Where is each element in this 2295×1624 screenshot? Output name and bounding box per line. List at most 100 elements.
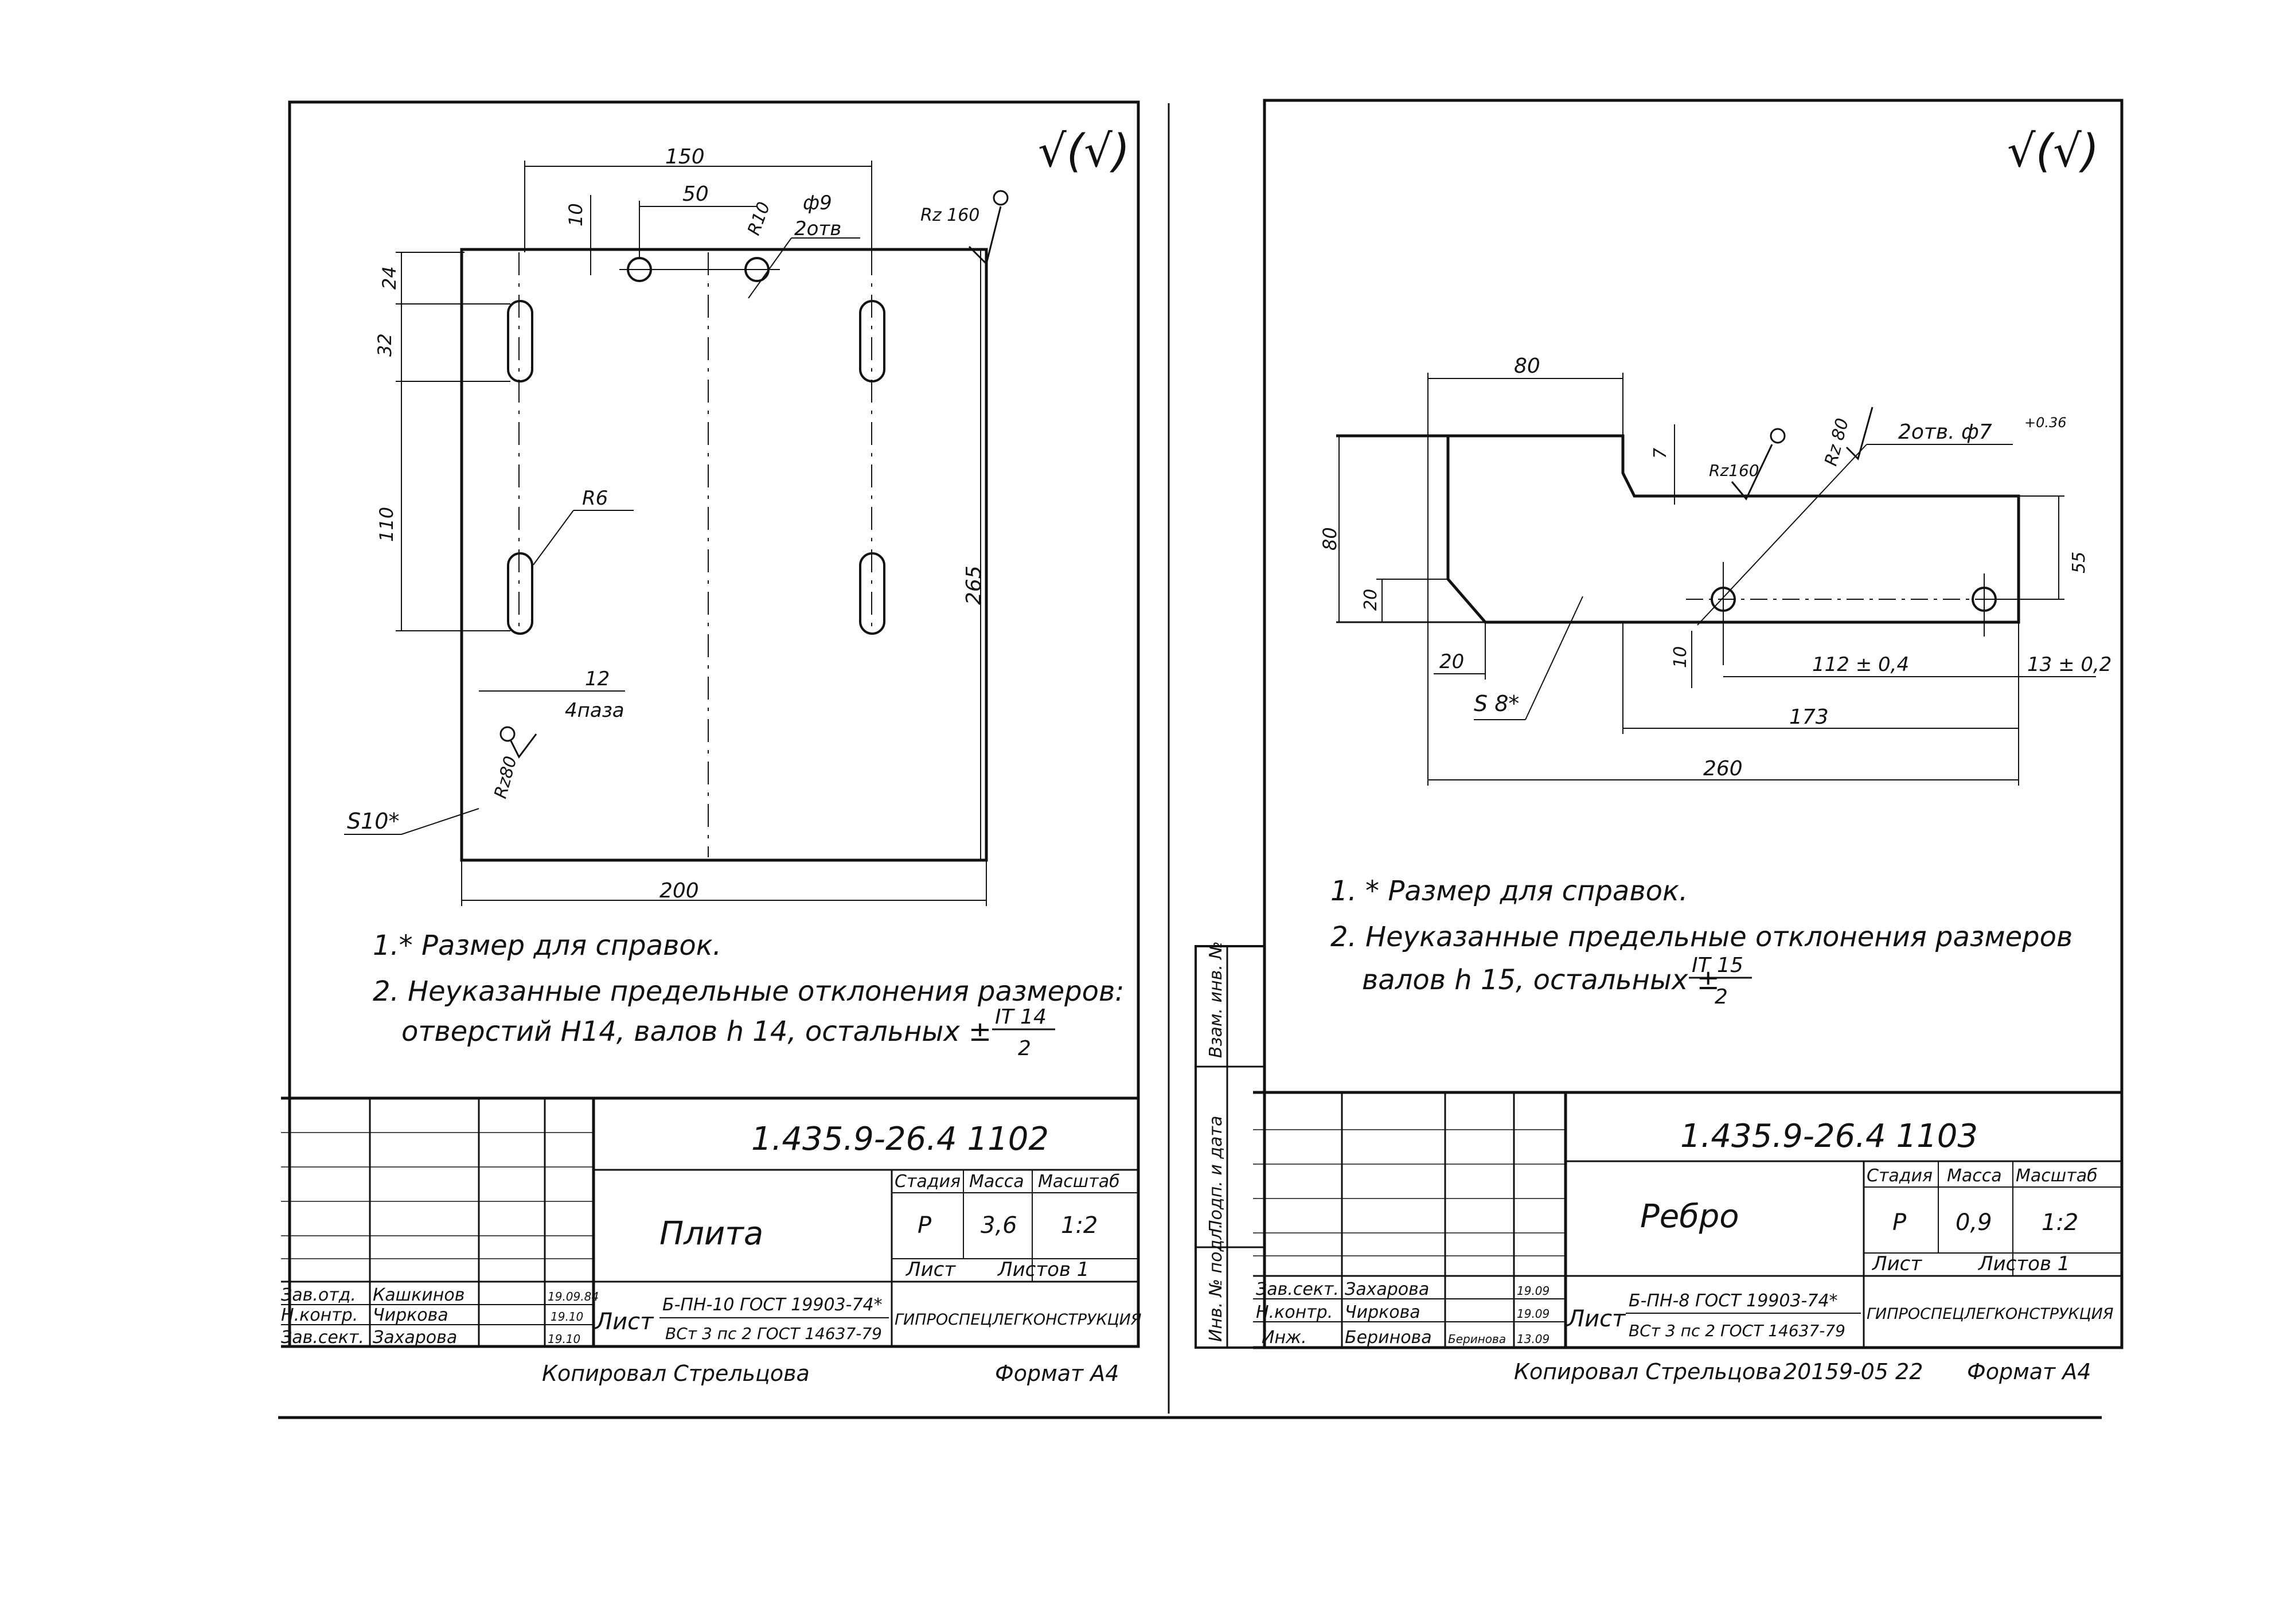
right-doc-number: 1.435.9-26.4 1103 xyxy=(1680,1118,1978,1155)
svg-text:Стадия: Стадия xyxy=(895,1172,961,1192)
svg-text:Лист: Лист xyxy=(1566,1306,1626,1332)
svg-text:Масса: Масса xyxy=(969,1172,1024,1192)
svg-text:173: 173 xyxy=(1789,705,1829,729)
svg-text:Стадия: Стадия xyxy=(1867,1166,1933,1186)
svg-text:Зав.сект.: Зав.сект. xyxy=(1256,1279,1339,1299)
svg-text:Н.контр.: Н.контр. xyxy=(1256,1302,1333,1322)
svg-text:Листов 1: Листов 1 xyxy=(1977,1252,2070,1275)
svg-text:50: 50 xyxy=(682,182,709,206)
svg-text:ф9: ф9 xyxy=(803,192,832,214)
svg-text:Масса: Масса xyxy=(1947,1166,2002,1186)
svg-text:Rz 80: Rz 80 xyxy=(1821,416,1853,468)
svg-text:R6: R6 xyxy=(582,487,608,510)
svg-text:Б-ПН-10 ГОСТ 19903-74*: Б-ПН-10 ГОСТ 19903-74* xyxy=(662,1295,883,1315)
svg-text:1:2: 1:2 xyxy=(2042,1209,2078,1236)
left-note-1: 1.* Размер для справок. xyxy=(373,930,721,962)
svg-text:2отв. ф7: 2отв. ф7 xyxy=(1898,420,1992,444)
svg-text:Лист: Лист xyxy=(905,1258,956,1281)
right-part-name: Ребро xyxy=(1640,1198,1739,1235)
svg-text:55: 55 xyxy=(2069,552,2089,573)
svg-text:Лист: Лист xyxy=(1871,1252,1922,1275)
svg-text:ВСт 3 пс 2 ГОСТ 14637-79: ВСт 3 пс 2 ГОСТ 14637-79 xyxy=(665,1324,882,1343)
svg-text:1:2: 1:2 xyxy=(1061,1212,1098,1239)
svg-text:260: 260 xyxy=(1703,757,1743,780)
svg-text:ГИПРОСПЕЦЛЕГКОНСТРУКЦИЯ: ГИПРОСПЕЦЛЕГКОНСТРУКЦИЯ xyxy=(1867,1305,2114,1323)
svg-text:Листов 1: Листов 1 xyxy=(997,1258,1089,1281)
svg-text:Инв. № подл.: Инв. № подл. xyxy=(1206,1223,1226,1342)
left-format: Формат А4 xyxy=(995,1361,1119,1386)
svg-text:Масштаб: Масштаб xyxy=(2016,1166,2098,1186)
svg-text:10: 10 xyxy=(565,203,587,227)
svg-text:19.09.84: 19.09.84 xyxy=(548,1290,599,1303)
svg-text:Р: Р xyxy=(1892,1209,1907,1236)
svg-text:32: 32 xyxy=(374,333,396,357)
svg-text:4паза: 4паза xyxy=(565,699,625,722)
svg-text:Беринова: Беринова xyxy=(1345,1328,1432,1348)
right-note-1: 1. * Размер для справок. xyxy=(1330,875,1688,907)
svg-text:19.10: 19.10 xyxy=(548,1332,580,1346)
svg-text:112 ± 0,4: 112 ± 0,4 xyxy=(1812,653,1909,676)
svg-text:Лист: Лист xyxy=(594,1309,654,1335)
svg-text:R10: R10 xyxy=(744,200,774,238)
svg-text:Масштаб: Масштаб xyxy=(1038,1172,1120,1192)
svg-text:13 ± 0,2: 13 ± 0,2 xyxy=(2027,653,2111,676)
svg-text:24: 24 xyxy=(378,266,400,290)
svg-text:Чиркова: Чиркова xyxy=(1345,1302,1420,1322)
svg-text:19.09: 19.09 xyxy=(1517,1307,1549,1321)
left-note-2b: отверстий Н14, валов h 14, остальных ± xyxy=(401,1016,992,1048)
left-copied: Копировал Стрельцова xyxy=(542,1361,810,1386)
left-title-block: 1.435.9-26.4 1102 Плита Стадия Масса Мас… xyxy=(281,1096,1142,1348)
svg-text:19.10: 19.10 xyxy=(551,1310,583,1324)
plate-outline xyxy=(460,248,988,862)
slot xyxy=(507,552,533,635)
svg-text:Беринова: Беринова xyxy=(1448,1332,1506,1346)
right-note-2b: валов h 15, остальных ± xyxy=(1362,964,1720,996)
svg-text:S10*: S10* xyxy=(347,809,399,834)
slot xyxy=(859,552,885,635)
svg-text:Зав.отд.: Зав.отд. xyxy=(281,1285,356,1305)
right-roughness-mark: √(√) xyxy=(2007,126,2099,177)
svg-text:Захарова: Захарова xyxy=(373,1328,457,1348)
svg-text:Подп. и дата: Подп. и дата xyxy=(1206,1116,1226,1233)
svg-text:ВСт 3 пс 2 ГОСТ 14637-79: ВСт 3 пс 2 ГОСТ 14637-79 xyxy=(1629,1321,1845,1340)
svg-text:13.09: 13.09 xyxy=(1517,1332,1549,1346)
svg-text:Инж.: Инж. xyxy=(1262,1328,1307,1348)
left-sheet: √(√) 150 50 10 R10 ф9 2отв Rz 160 xyxy=(281,100,1170,1414)
svg-text:Н.контр.: Н.контр. xyxy=(281,1305,358,1325)
svg-text:110: 110 xyxy=(376,507,397,542)
svg-text:10: 10 xyxy=(1670,646,1691,668)
slot xyxy=(507,300,533,382)
slot xyxy=(859,300,885,382)
svg-text:Чиркова: Чиркова xyxy=(373,1305,448,1325)
side-stamp: Взам. инв. № Подп. и дата Инв. № подл. xyxy=(1195,941,1266,1349)
svg-text:7: 7 xyxy=(1650,448,1670,459)
svg-text:0,9: 0,9 xyxy=(1956,1209,1992,1236)
svg-text:Rz160: Rz160 xyxy=(1709,461,1759,480)
right-copied: Копировал Стрельцова xyxy=(1514,1359,1782,1384)
left-doc-number: 1.435.9-26.4 1102 xyxy=(751,1121,1049,1158)
svg-text:150: 150 xyxy=(665,145,705,169)
svg-text:200: 200 xyxy=(659,879,699,903)
left-part-name: Плита xyxy=(659,1215,763,1252)
left-sheet-frame xyxy=(288,100,1140,1348)
svg-text:20: 20 xyxy=(1361,589,1381,611)
svg-text:Зав.сект.: Зав.сект. xyxy=(281,1328,364,1348)
svg-text:ГИПРОСПЕЦЛЕГКОНСТРУКЦИЯ: ГИПРОСПЕЦЛЕГКОНСТРУКЦИЯ xyxy=(895,1311,1142,1329)
svg-text:IT 15: IT 15 xyxy=(1692,954,1743,977)
svg-text:12: 12 xyxy=(585,667,610,690)
svg-text:3,6: 3,6 xyxy=(981,1212,1017,1239)
svg-text:S 8*: S 8* xyxy=(1474,691,1519,716)
svg-text:+0.36: +0.36 xyxy=(2024,415,2067,431)
right-note-2a: 2. Неуказанные предельные отклонения раз… xyxy=(1330,921,2072,953)
svg-text:80: 80 xyxy=(1514,354,1540,378)
svg-text:20: 20 xyxy=(1439,650,1464,673)
svg-text:2отв: 2отв xyxy=(794,217,841,240)
svg-text:IT 14: IT 14 xyxy=(995,1005,1047,1029)
svg-text:Кашкинов: Кашкинов xyxy=(373,1285,465,1305)
svg-text:Р: Р xyxy=(918,1212,932,1239)
right-order: 20159-05 22 xyxy=(1783,1359,1923,1384)
svg-text:19.09: 19.09 xyxy=(1517,1284,1549,1298)
svg-text:80: 80 xyxy=(1319,527,1341,551)
right-sheet: √(√) 80 7 Rz160 Rz 80 2отв. ф7 +0.36 80 … xyxy=(1195,99,2124,1384)
